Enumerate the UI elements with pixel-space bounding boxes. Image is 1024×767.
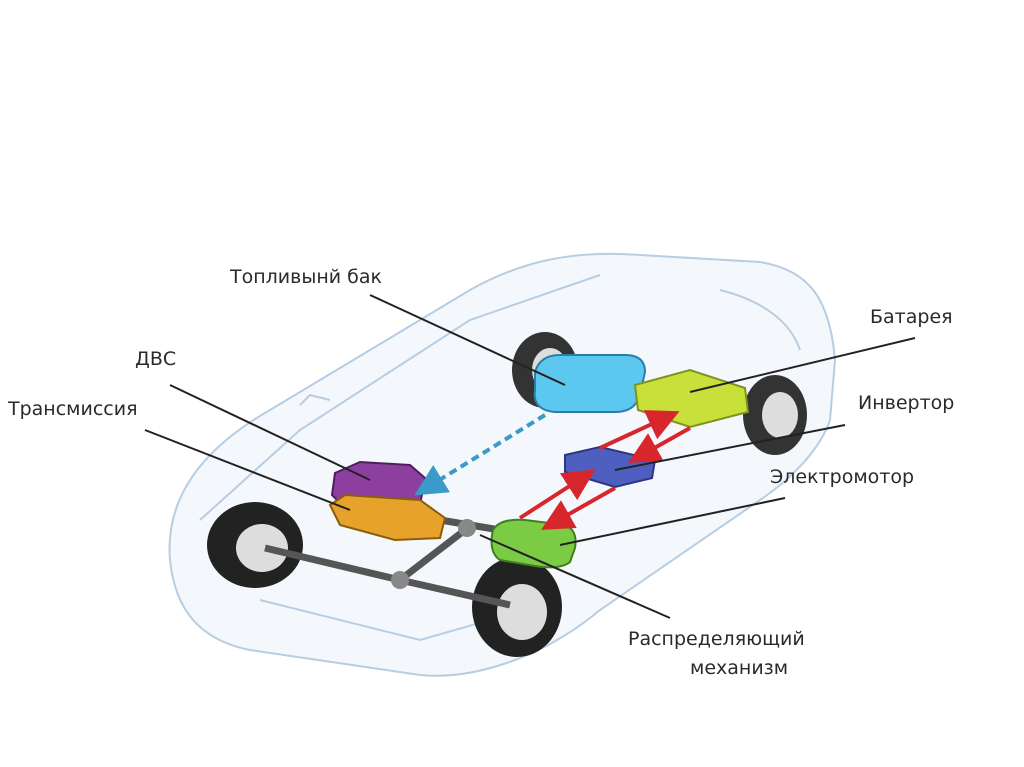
label-electric-motor: Электромотор	[770, 466, 915, 488]
differential	[391, 571, 409, 589]
leader-lines	[144, 294, 916, 619]
fuel-tank-block	[533, 354, 647, 413]
label-transmission: Трансмиссия	[8, 398, 138, 420]
label-distribution-line2: механизм	[690, 657, 789, 679]
wheel-front-right	[472, 557, 562, 657]
wheel-front-left	[207, 502, 303, 588]
power-split-device	[458, 519, 476, 537]
transmission-block	[328, 493, 447, 542]
electric-motor-block	[490, 518, 577, 569]
power-flow-arrows	[518, 410, 691, 530]
label-inverter: Инвертор	[858, 392, 955, 414]
fuel-line-arrow	[414, 413, 547, 496]
label-ice: ДВС	[135, 348, 177, 370]
label-fuel-tank: Топливынй бак	[230, 266, 382, 288]
label-distribution-line1: Распределяющий	[628, 628, 805, 650]
label-battery: Батарея	[870, 306, 953, 328]
car-body-outline	[168, 252, 837, 677]
